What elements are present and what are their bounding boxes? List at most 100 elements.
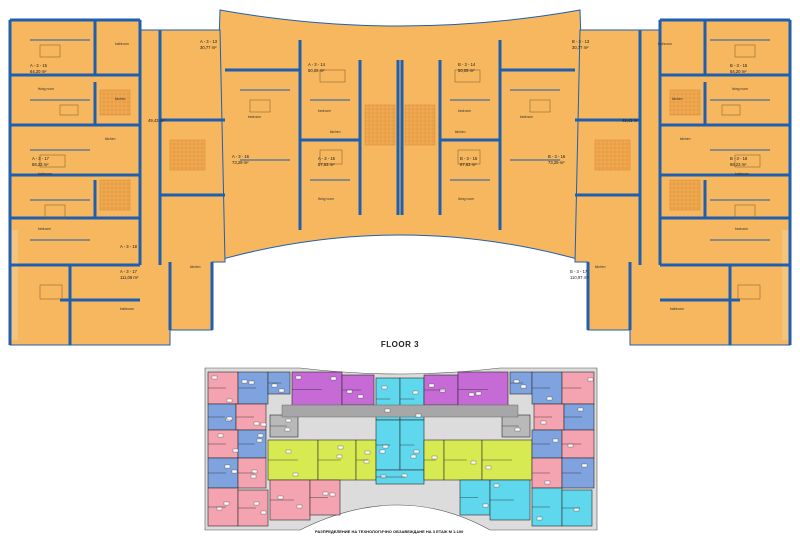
apartment-id: A - 3 - 14: [308, 62, 326, 67]
apartment-area: 88,23 m²: [32, 162, 49, 167]
mini-furniture: [278, 388, 285, 393]
mini-furniture: [513, 379, 520, 384]
mini-furniture: [346, 389, 353, 394]
mini-furniture: [363, 459, 370, 464]
mini-furniture: [250, 474, 257, 479]
mini-furniture: [284, 427, 291, 432]
furniture-layout-plan: [204, 367, 598, 531]
mini-furniture: [224, 464, 231, 469]
mini-furniture: [329, 492, 336, 497]
mini-furniture: [260, 422, 267, 427]
furniture-outline: [39, 284, 63, 300]
room-label: living room: [318, 197, 334, 201]
room-label: bedroom: [458, 109, 471, 113]
apartment-id: A - 3 - 16: [232, 154, 250, 159]
mini-furniture: [428, 383, 435, 388]
mini-furniture: [251, 469, 258, 474]
mini-furniture: [364, 450, 371, 455]
tiled-floor: [669, 179, 701, 211]
room-label: bedroom: [248, 115, 261, 119]
apartment-id: A - 3 - 13: [200, 39, 218, 44]
apartment-area: 50,09 m²: [458, 68, 475, 73]
mini-furniture: [226, 416, 233, 421]
apartment-area: 30,77 m²: [572, 45, 589, 50]
room-label: kitchen: [330, 130, 341, 134]
mini-furniture: [232, 448, 239, 453]
mini-furniture: [336, 454, 343, 459]
mini-furniture: [482, 503, 489, 508]
mini-corridor: [281, 404, 519, 418]
mini-furniture: [468, 392, 475, 397]
mini-furniture: [296, 504, 303, 509]
furniture-outline: [39, 154, 66, 168]
furniture-outline: [721, 104, 741, 116]
tiled-areas: [39, 44, 761, 300]
mini-furniture: [292, 472, 299, 477]
apartment-area: 88,23 m²: [730, 162, 747, 167]
mini-furniture: [587, 377, 594, 382]
apartment-area: 30,77 m²: [200, 45, 217, 50]
mini-furniture: [271, 383, 278, 388]
mini-furniture: [253, 501, 260, 506]
mini-furniture: [216, 506, 223, 511]
mini-furniture: [248, 380, 255, 385]
mini-furniture: [217, 433, 224, 438]
room-label: bathroom: [670, 307, 684, 311]
floor-title: FLOOR 3: [380, 340, 420, 349]
room-label: kitchen: [680, 137, 691, 141]
mini-furniture: [470, 460, 477, 465]
apartment-id: A - 3 - 16: [318, 156, 336, 161]
room-label: bathroom: [38, 172, 52, 176]
mini-furniture: [285, 449, 292, 454]
mini-furniture: [253, 421, 260, 426]
furniture-outline: [737, 284, 761, 300]
apartment-id: B - 3 - 15: [730, 63, 748, 68]
mini-furniture: [379, 449, 386, 454]
terrace-left: [10, 230, 18, 340]
terrace-right: [782, 230, 790, 340]
apartment-area: 73,29 m²: [232, 160, 249, 165]
apartment-id: A - 3 - 17: [32, 156, 50, 161]
apartment-id: A - 3 - 15: [30, 63, 48, 68]
mini-furniture: [581, 463, 588, 468]
room-label: bedroom: [38, 227, 51, 231]
tiled-floor: [594, 139, 631, 171]
furniture-outline: [734, 44, 756, 58]
mini-furniture: [380, 474, 387, 479]
mini-furniture: [260, 510, 267, 515]
walls: [8, 18, 792, 345]
furniture-outline: [44, 204, 66, 220]
apartment-id: B - 3 - 14: [458, 62, 476, 67]
tiled-floor: [169, 139, 206, 171]
mini-furniture: [322, 491, 329, 496]
apartment-id: A - 3 - 17: [120, 269, 138, 274]
tiled-floor: [99, 179, 131, 211]
room-label: kitchen: [115, 97, 126, 101]
mini-furniture: [413, 449, 420, 454]
mini-furniture: [567, 443, 574, 448]
mini-furniture: [241, 379, 248, 384]
mini-furniture: [573, 507, 580, 512]
furniture-outline: [319, 149, 343, 165]
apartment-area: 64,20 m²: [30, 69, 47, 74]
furniture-outline: [319, 69, 346, 83]
apartment-area: 111,06 m²: [120, 275, 139, 280]
mini-furniture: [223, 501, 230, 506]
mini-furniture: [514, 427, 521, 432]
furniture-outline: [734, 204, 756, 220]
room-label: bedroom: [735, 227, 748, 231]
apartment-id: B - 3 - 16: [548, 154, 566, 159]
mini-furniture: [415, 413, 422, 418]
mini-furniture: [431, 455, 438, 460]
mini-furniture: [485, 465, 492, 470]
tiled-floor: [669, 89, 701, 116]
mini-furniture: [536, 516, 543, 521]
apartment-area: 87,63 m²: [318, 162, 335, 167]
central-slab: [211, 9, 589, 263]
mini-furniture: [552, 438, 559, 443]
room-label: kitchen: [595, 265, 606, 269]
mini-furniture: [520, 384, 527, 389]
